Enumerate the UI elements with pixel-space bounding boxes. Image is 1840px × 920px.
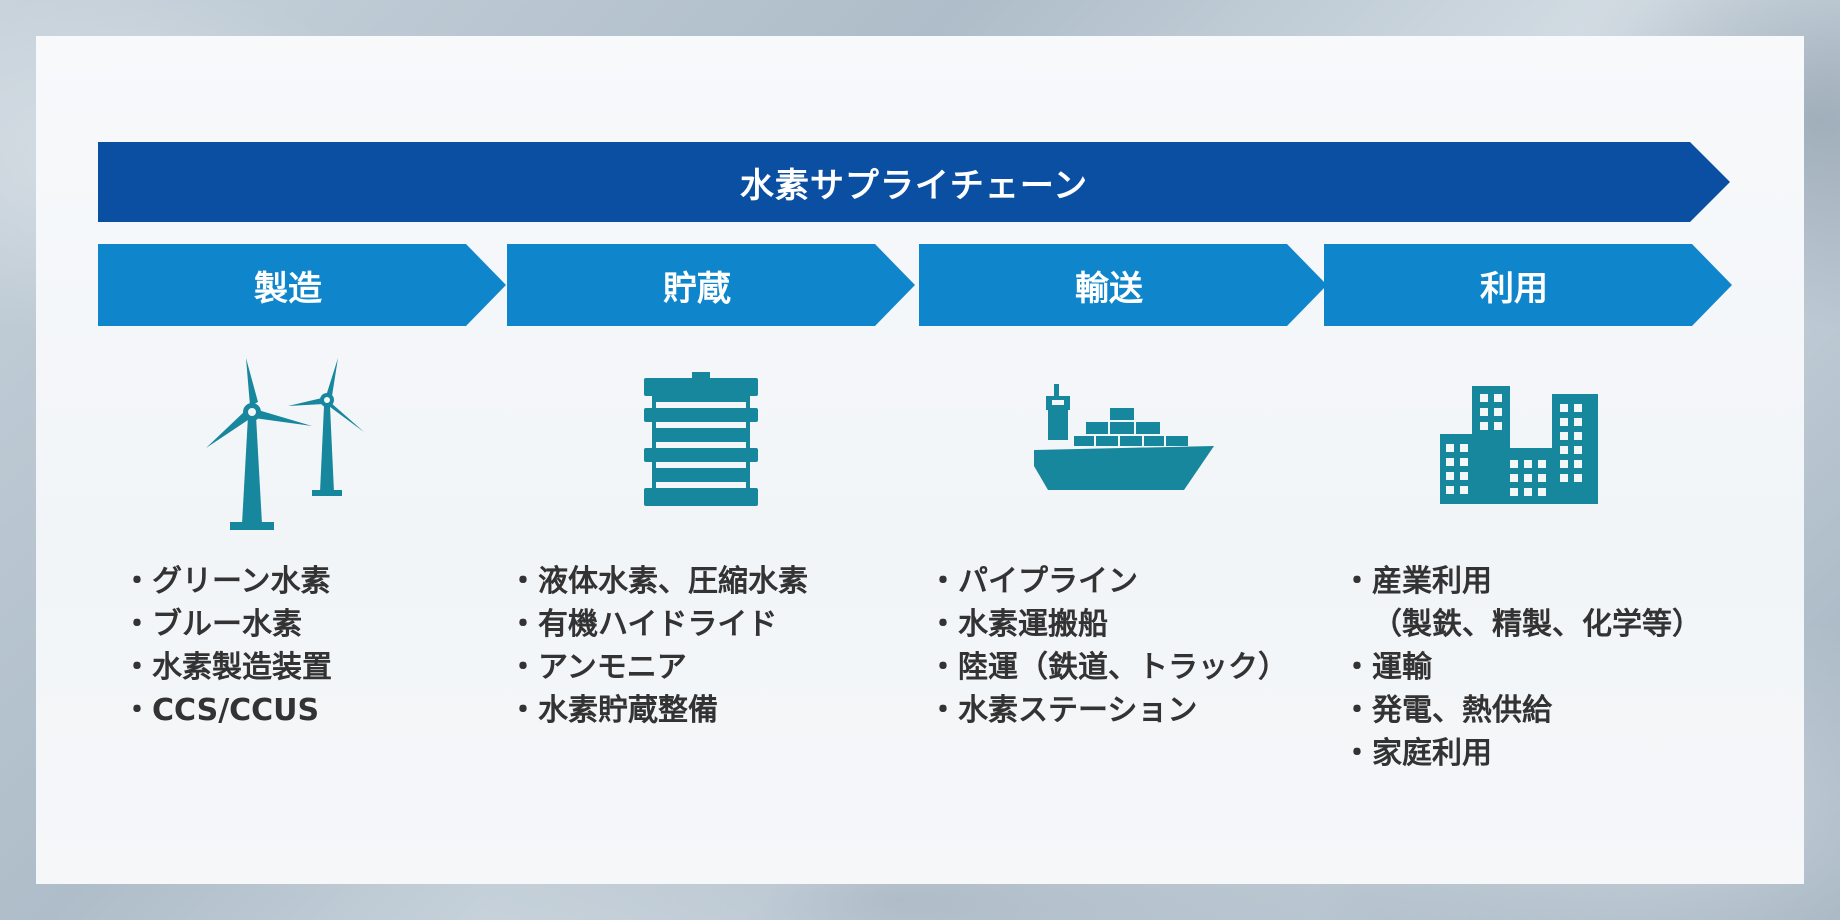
list-item: パイプライン [928,560,1288,603]
stage-label: 輸送 [1075,268,1143,309]
list-item: 家庭利用 [1342,732,1702,775]
list-item: 陸運（鉄道、トラック） [928,646,1288,689]
wind-turbine-icon [206,358,364,530]
stage-label: 利用 [1480,268,1548,309]
stage-arrow [98,244,506,326]
storage-list: 液体水素、圧縮水素 有機ハイドライド アンモニア 水素貯蔵整備 [508,560,808,732]
usage-list: 産業利用 （製鉄、精製、化学等） 運輸 発電、熱供給 家庭利用 [1342,560,1702,775]
stage-label: 製造 [254,268,322,309]
list-item: 水素運搬船 [928,603,1288,646]
transport-list: パイプライン 水素運搬船 陸運（鉄道、トラック） 水素ステーション [928,560,1288,732]
stage-arrow [1324,244,1732,326]
list-item: 水素製造装置 [122,646,332,689]
list-item: 運輸 [1342,646,1702,689]
list-item: ブルー水素 [122,603,332,646]
supply-chain-title: 水素サプライチェーン [739,165,1089,206]
list-item: 液体水素、圧縮水素 [508,560,808,603]
stage-label: 貯蔵 [663,268,731,309]
stage-production: 製造 [98,244,506,326]
stage-storage: 貯蔵 [507,244,915,326]
list-item: 有機ハイドライド [508,603,808,646]
list-item: 産業利用 [1342,560,1702,603]
list-item: 水素貯蔵整備 [508,689,808,732]
production-list: グリーン水素 ブルー水素 水素製造装置 CCS/CCUS [122,560,332,732]
buildings-icon [1440,386,1598,504]
list-item: グリーン水素 [122,560,332,603]
list-item: CCS/CCUS [122,689,332,732]
list-item: 発電、熱供給 [1342,689,1702,732]
stage-usage: 利用 [1324,244,1732,326]
stage-arrow [507,244,915,326]
stage-arrow [919,244,1327,326]
storage-tank-icon [644,372,758,506]
cargo-ship-icon [1034,384,1214,490]
supply-chain-banner-arrow [98,142,1730,222]
stage-transport: 輸送 [919,244,1327,326]
list-item: アンモニア [508,646,808,689]
list-item: 水素ステーション [928,689,1288,732]
list-item-continuation: （製鉄、精製、化学等） [1372,607,1702,642]
